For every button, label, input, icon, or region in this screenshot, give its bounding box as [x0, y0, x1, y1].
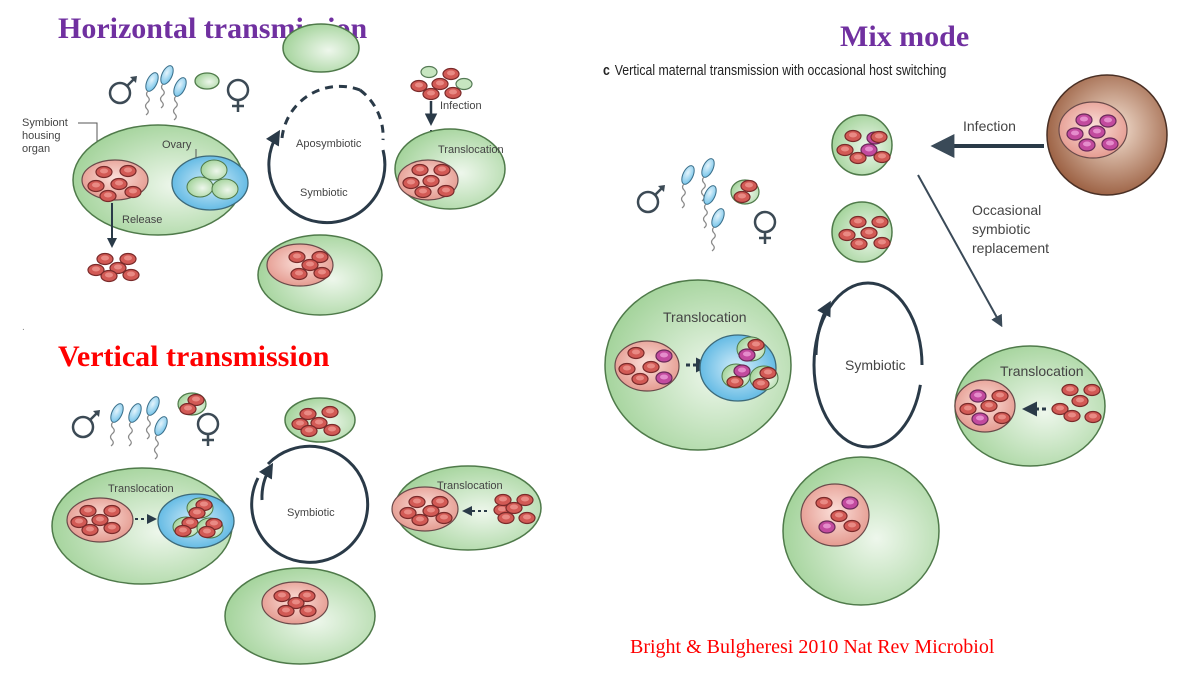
mix-panel: Translocation Symbiotic Infection Occasi… — [604, 74, 1168, 606]
panel-letter: c — [603, 62, 610, 79]
sperm-icon — [125, 401, 145, 447]
aposymbiotic-egg-icon — [194, 72, 220, 90]
svg-text:.: . — [22, 322, 25, 333]
infection-label: Infection — [963, 118, 1016, 134]
mix-mode-title: Mix mode — [840, 20, 970, 53]
cycle-arrow — [812, 281, 924, 449]
environmental-symbionts — [410, 65, 473, 101]
panel-caption: Vertical maternal transmission with occa… — [614, 62, 947, 79]
female-symbol-icon — [196, 412, 220, 448]
male-symbol-icon — [108, 74, 139, 105]
sperm-icon — [678, 163, 698, 209]
released-symbionts — [87, 252, 140, 283]
aposymbiotic-label: Aposymbiotic — [296, 138, 362, 150]
vertical-transmission-title: Vertical transmission — [58, 340, 330, 373]
translocation-label: Translocation — [437, 480, 503, 492]
sperm-icon — [170, 75, 190, 121]
release-label: Release — [122, 214, 162, 226]
translocation-label: Translocation — [438, 144, 504, 156]
female-symbol-icon — [226, 78, 250, 114]
sperm-icon — [107, 401, 127, 447]
sperm-icon — [142, 70, 162, 116]
cycle-arrow — [265, 129, 387, 225]
translocation-label: Translocation — [108, 483, 174, 495]
infection-label: Infection — [440, 100, 482, 112]
sperm-icon — [151, 414, 171, 460]
male-symbol-icon — [636, 183, 667, 214]
cycle-arrow — [250, 444, 370, 564]
gametes-group — [108, 63, 250, 121]
vertical-panel: Translocation Symbiotic Translocation — [51, 392, 542, 665]
sperm-icon — [157, 63, 177, 109]
replacement-arrow — [917, 174, 1003, 328]
symbiotic-label: Symbiotic — [287, 507, 335, 519]
female-symbol-icon — [753, 210, 777, 246]
ovary-label: Ovary — [162, 139, 192, 151]
aposymbiotic-host — [282, 23, 360, 73]
sperm-icon — [708, 206, 728, 252]
translocation-label: Translocation — [1000, 363, 1084, 379]
citation: Bright & Bulgheresi 2010 Nat Rev Microbi… — [630, 636, 995, 658]
symbiotic-label: Symbiotic — [845, 357, 906, 373]
translocation-label: Translocation — [663, 309, 747, 325]
male-symbol-icon — [71, 408, 102, 439]
symbiotic-label: Symbiotic — [300, 187, 348, 199]
